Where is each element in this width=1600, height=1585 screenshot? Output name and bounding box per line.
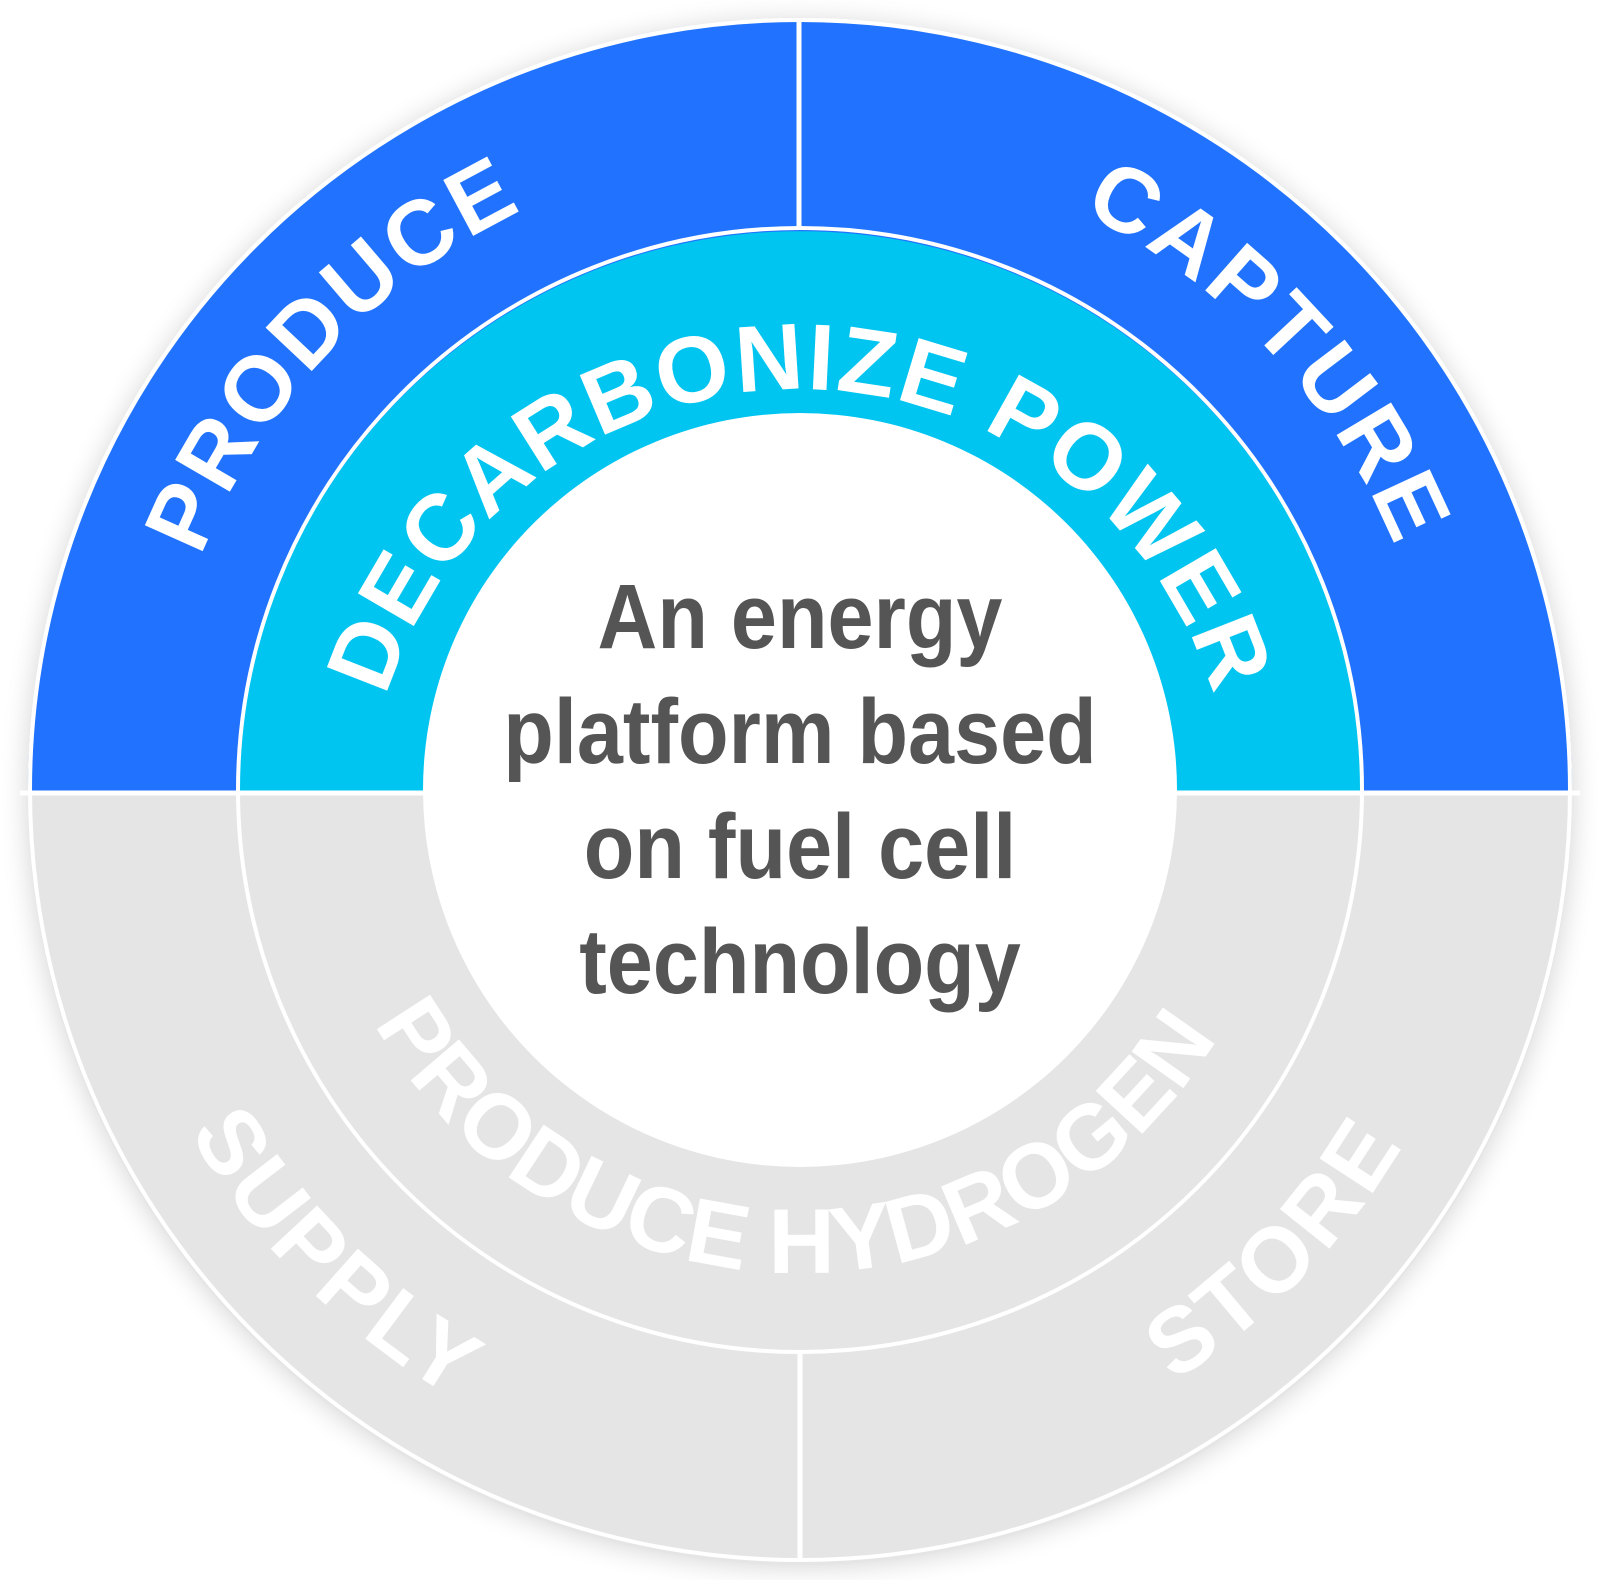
center-circle — [423, 413, 1177, 1167]
center-line-3: on fuel cell — [583, 796, 1017, 898]
center-line-2: platform based — [503, 681, 1097, 783]
center-line-1: An energy — [597, 566, 1003, 668]
center-description: An energy platform based on fuel cell te… — [430, 560, 1170, 1020]
center-line-4: technology — [579, 911, 1021, 1013]
